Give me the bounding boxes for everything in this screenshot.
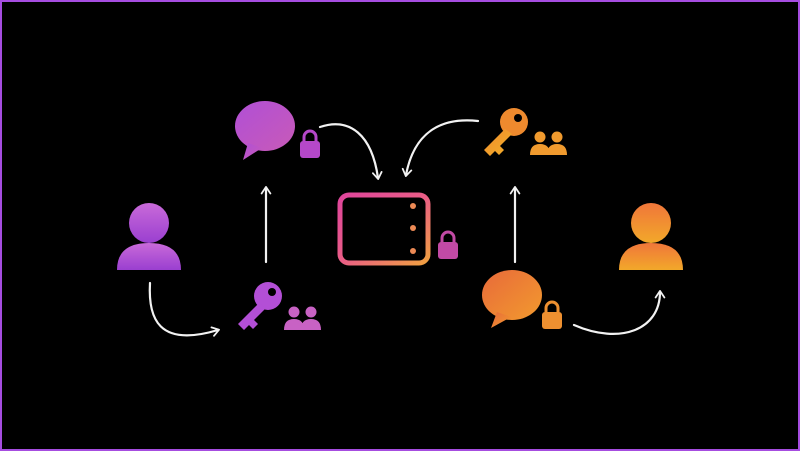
lock-icon-server xyxy=(438,230,458,259)
arrow-chat-right-to-user-right xyxy=(572,290,666,335)
chat-left-icon xyxy=(235,101,295,160)
key-left-icon xyxy=(238,282,282,330)
lock-icon-chat-left xyxy=(300,129,320,158)
arrow-user-left-to-key-left xyxy=(148,281,220,337)
key-right-icon xyxy=(484,108,528,156)
chat-right-icon xyxy=(482,270,542,328)
arrow-key-right-to-server xyxy=(401,119,480,177)
user-left-icon xyxy=(117,203,181,270)
user-right-icon xyxy=(619,203,683,270)
server-icon xyxy=(337,192,431,266)
lock-icon-chat-right xyxy=(542,300,562,329)
group-icon-right xyxy=(530,131,567,155)
arrow-chat-left-to-server xyxy=(318,123,383,180)
group-icon-left xyxy=(284,306,321,330)
